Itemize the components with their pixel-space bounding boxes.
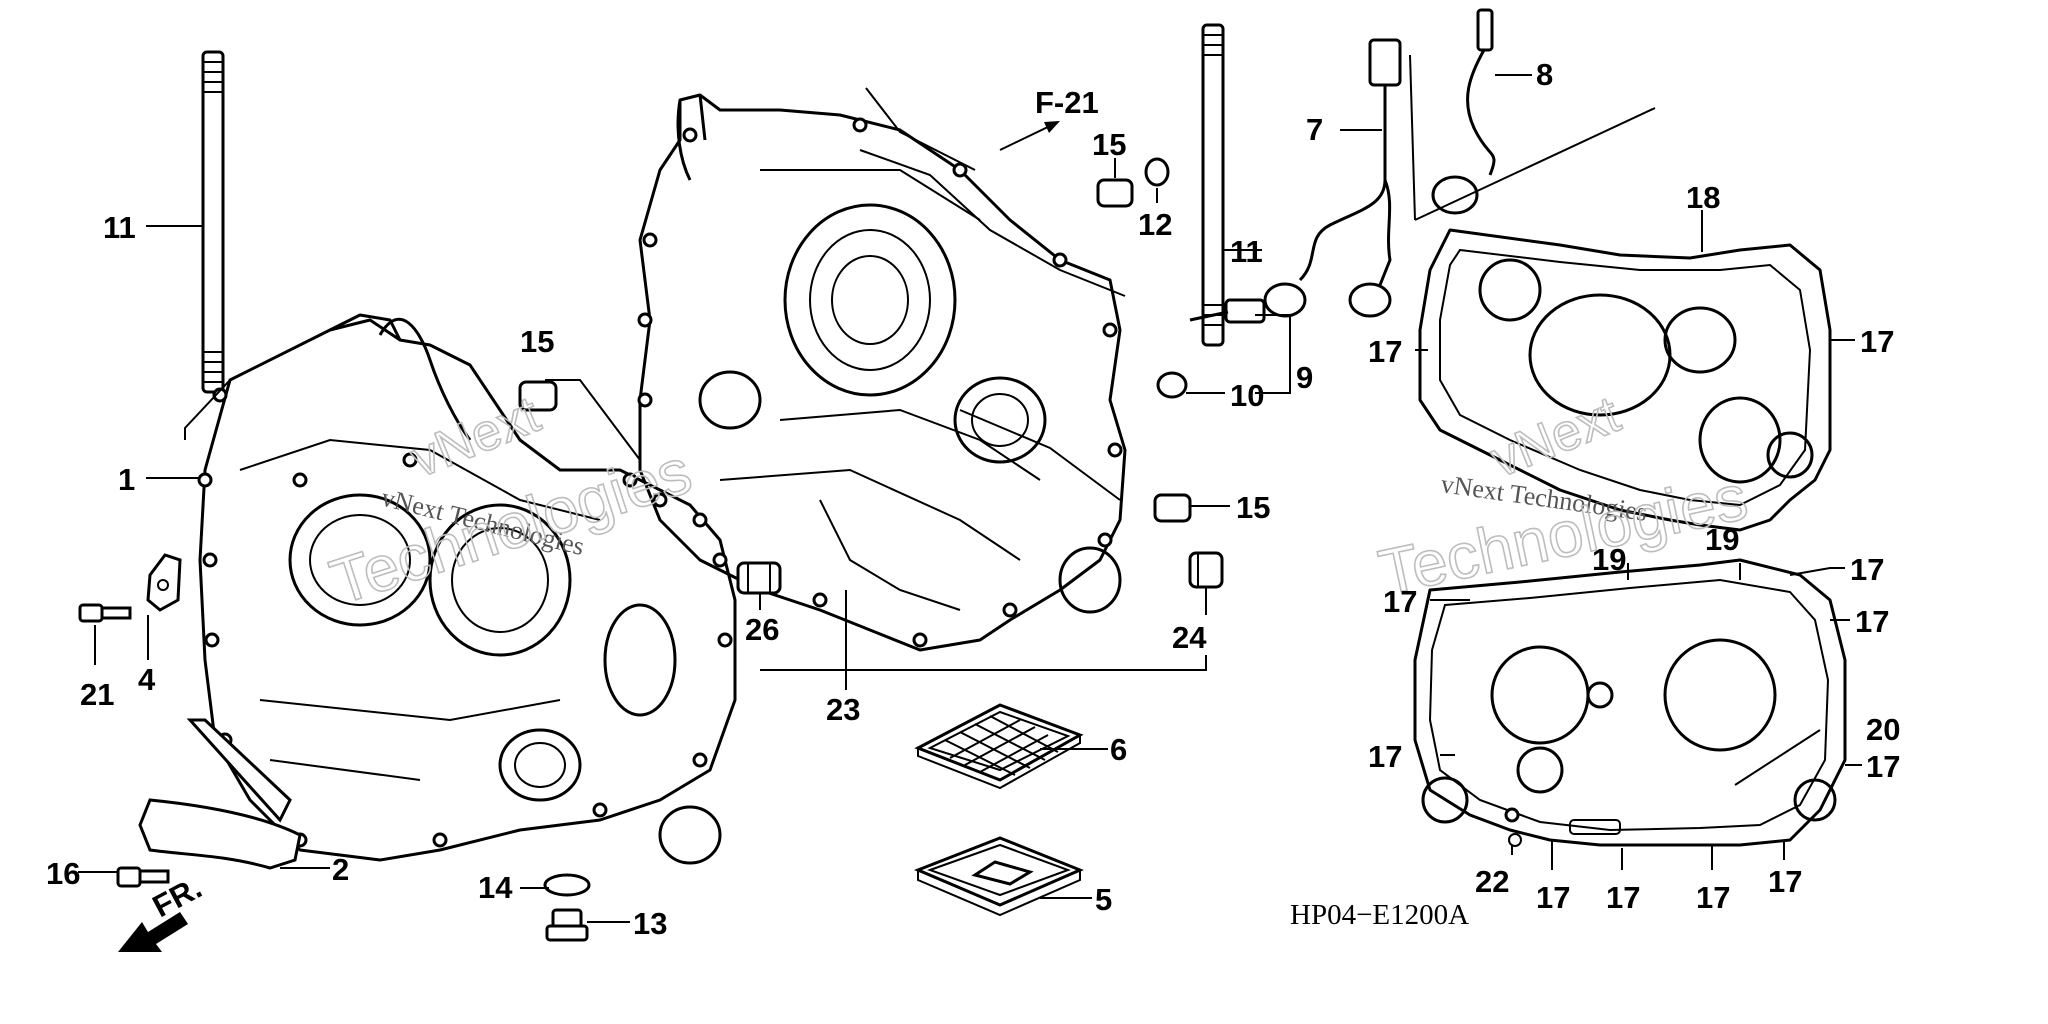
watermark-big: Technologies	[322, 434, 700, 618]
callout-9: 9	[1296, 360, 1313, 395]
reference-f21: F-21	[1035, 85, 1099, 120]
left-crankcase	[197, 313, 737, 865]
dowel-pin-15-lower	[1153, 493, 1192, 523]
drain-bolt-13	[545, 908, 589, 942]
callout-5: 5	[1095, 882, 1112, 917]
watermark-brand: vNext	[403, 385, 548, 489]
callout-10: 10	[1230, 378, 1264, 413]
oil-seal-26	[736, 561, 782, 595]
watermark-big-right: Technologies	[1373, 461, 1753, 609]
callout-labels: 11 1 4 21 2 16 15 14 13 F-21 15 12 11 7 …	[46, 57, 1900, 941]
callout-1: 1	[118, 462, 135, 497]
breather-tube-8	[1409, 8, 1656, 221]
crankcase-gasket-18	[1418, 228, 1832, 532]
callout-15-left: 15	[520, 324, 554, 359]
setting-plate	[146, 553, 182, 612]
dowel-pin-15-left	[518, 380, 558, 412]
callout-8: 8	[1536, 57, 1553, 92]
guide-plate	[138, 718, 302, 870]
callout-11-left: 11	[103, 210, 136, 245]
callout-17-j: 17	[1696, 880, 1730, 915]
oil-seal-24	[1188, 551, 1224, 589]
callout-17-k: 17	[1768, 864, 1802, 899]
watermark: vNext vNext Technologies Technologies vN…	[321, 385, 1754, 620]
washer-10	[1156, 371, 1188, 399]
callout-17-d: 17	[1383, 584, 1417, 619]
right-crankcase	[637, 93, 1127, 652]
callout-17-c: 17	[1850, 552, 1884, 587]
figure-reference-code: HP04−E1200A	[1290, 899, 1469, 931]
flange-bolt-21	[78, 603, 132, 623]
callout-15-right: 15	[1236, 490, 1270, 525]
callout-18: 18	[1686, 180, 1720, 215]
callout-17-h: 17	[1536, 880, 1570, 915]
callout-26: 26	[745, 612, 779, 647]
callout-19-a: 19	[1592, 542, 1626, 577]
callout-12: 12	[1138, 207, 1172, 242]
neutral-switch	[1189, 298, 1266, 324]
callout-2: 2	[332, 852, 349, 887]
wire-harness-7	[1263, 38, 1402, 318]
sealing-washer-14	[543, 873, 591, 897]
callout-17-i: 17	[1606, 880, 1640, 915]
crankcase-gasket-20	[1413, 558, 1847, 847]
callout-14: 14	[478, 870, 513, 905]
callout-17-b: 17	[1368, 334, 1402, 369]
callout-17-e: 17	[1855, 604, 1889, 639]
callout-16: 16	[46, 856, 80, 891]
callout-13: 13	[633, 906, 667, 941]
callout-7: 7	[1306, 112, 1323, 147]
callout-11-right: 11	[1230, 234, 1263, 269]
leader-lines	[78, 74, 1862, 923]
callout-22: 22	[1475, 864, 1509, 899]
flange-bolt-16	[116, 866, 170, 888]
callout-15-top: 15	[1092, 127, 1126, 162]
callout-4: 4	[138, 662, 156, 697]
callout-20: 20	[1866, 712, 1900, 747]
callout-23: 23	[826, 692, 860, 727]
oil-strainer-screen	[914, 703, 1084, 790]
callout-17-g: 17	[1866, 749, 1900, 784]
oil-strainer-cover	[914, 836, 1084, 917]
reference-arrow	[999, 121, 1060, 151]
callout-17-f: 17	[1368, 739, 1402, 774]
callout-24: 24	[1172, 620, 1207, 655]
stud-bolt-right	[1201, 23, 1225, 347]
washer-12	[1144, 157, 1170, 187]
stud-bolt-left	[201, 50, 225, 394]
dowel-pin-15-top	[1096, 178, 1134, 208]
callout-6: 6	[1110, 732, 1127, 767]
callout-19-b: 19	[1705, 522, 1739, 557]
callout-17-a: 17	[1860, 324, 1894, 359]
callout-21: 21	[80, 677, 114, 712]
